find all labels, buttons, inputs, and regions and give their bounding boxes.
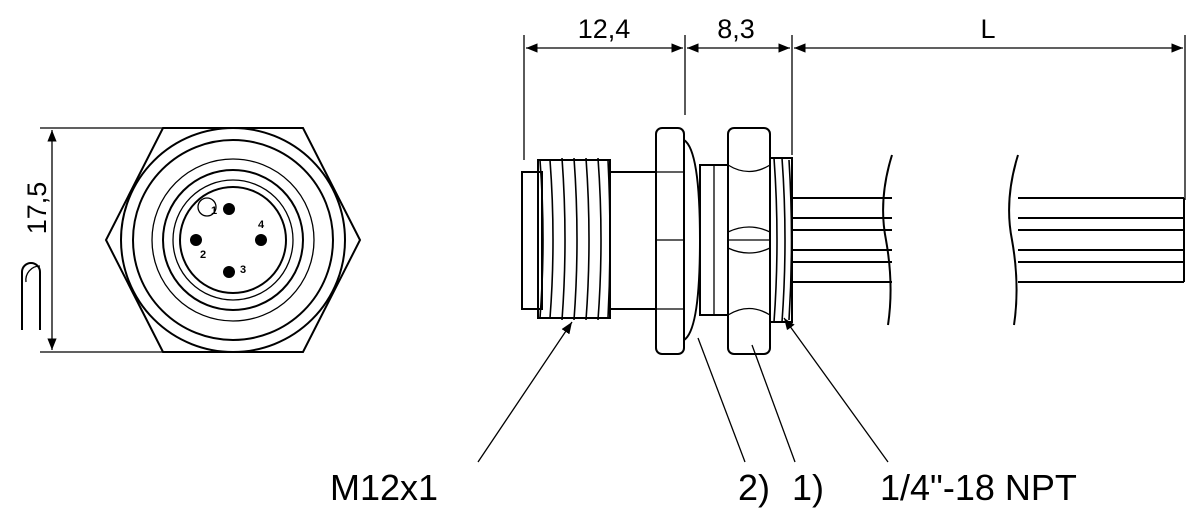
hex-outline (104, 127, 362, 353)
npt-thread-section (769, 157, 793, 323)
pin-2 (190, 234, 202, 246)
flange-length-value: 8,3 (717, 14, 755, 44)
pin-contacts: 1 2 3 4 (190, 203, 267, 278)
break-line-right (1008, 154, 1019, 326)
pin-label-2: 2 (200, 249, 206, 261)
across-flats-value: 17,5 (22, 182, 52, 235)
wrench-icon (21, 262, 41, 330)
nut-1 (727, 127, 771, 355)
callout-m12: M12x1 (330, 467, 438, 508)
callout-npt: 1/4"-18 NPT (880, 467, 1077, 508)
pin-label-3: 3 (240, 264, 246, 276)
m12-thread-section (537, 157, 611, 321)
thread-length-value: 12,4 (578, 14, 631, 44)
callout-item-1: 1) (792, 467, 824, 508)
break-line-left (882, 154, 893, 326)
pin-label-4: 4 (258, 219, 265, 231)
leader-item-1 (751, 344, 796, 463)
pin-label-1: 1 (211, 205, 217, 217)
cable-wires (792, 154, 1185, 326)
front-view: 1 2 3 4 17,5 (21, 127, 362, 353)
leader-m12 (477, 321, 573, 463)
side-view: 12,4 8,3 L (330, 14, 1186, 508)
callout-item-2: 2) (738, 467, 770, 508)
pin-4 (255, 234, 267, 246)
leader-npt (783, 317, 889, 463)
nut-2 (655, 127, 702, 355)
body-circle-outer (120, 127, 346, 353)
leader-item-2 (697, 337, 746, 463)
pin-3 (223, 266, 235, 278)
cable-length-value: L (980, 14, 995, 44)
pin-1 (223, 203, 235, 215)
coding-notch (197, 197, 217, 217)
